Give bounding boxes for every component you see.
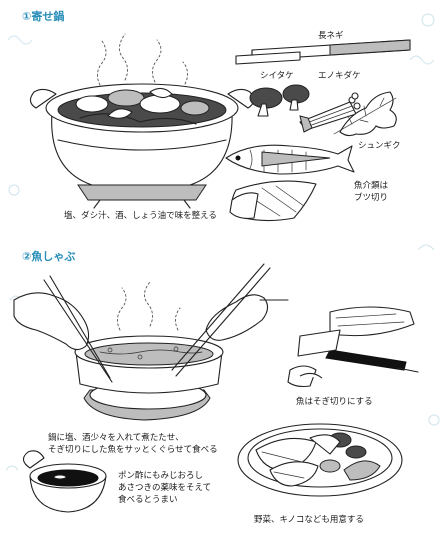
note-sogigiri: 魚はそぎ切りにする [296,397,373,407]
fillet-slicing-illustration [287,306,419,388]
shiitake-illustration [249,84,310,117]
yosenabe-pot-illustration [29,33,255,209]
fish-illustration [225,144,355,222]
label-fish-cut: 魚介類は ブツ切り [354,181,389,203]
shabu-pot-illustration [74,281,224,421]
caption-seasoning: 塩、ダシ汁、酒、しょう油で味を整える [64,211,217,221]
section-heading-uo-shabu: ②魚しゃぶ [22,250,76,263]
naganegi-illustration [235,39,411,65]
shabu-platter-illustration [237,423,403,497]
ponzu-bowl-illustration [22,450,107,513]
section-heading-yosenabe: ①寄せ鍋 [22,10,65,23]
label-naganegi: 長ネギ [318,31,344,41]
label-shiitake: シイタケ [260,71,294,81]
label-shungiku: シュンギク [358,141,401,151]
label-enokitake: エノキダケ [318,71,361,81]
background-decoration [5,13,440,471]
note-boil-and-dip: 鍋に塩、酒少々を入れて煮たたせ、 そぎ切りにした魚をサッとくぐらせて食べる [48,433,218,455]
note-ponzu: ポン酢にもみじおろし あさつきの薬味をそえて 食べるとうまい [118,471,212,505]
shungiku-illustration [333,91,397,137]
note-platter: 野菜、キノコなども用意する [254,515,364,525]
hands-with-chopsticks-illustration [13,263,289,383]
